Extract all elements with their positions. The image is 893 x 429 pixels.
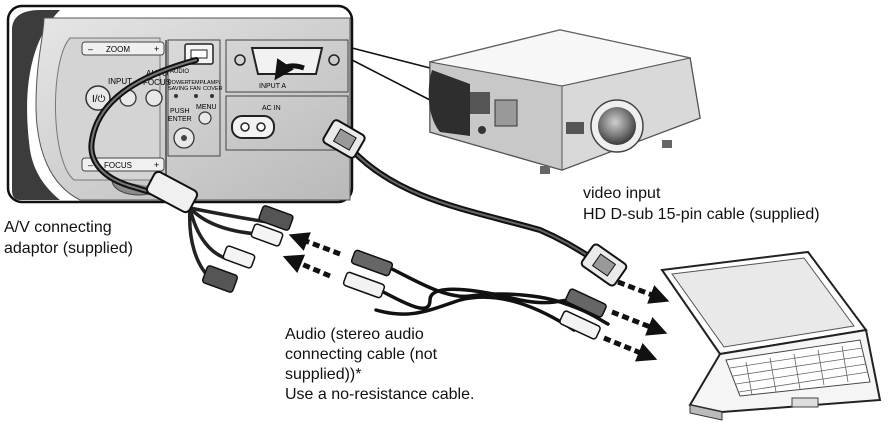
focus-label: FOCUS bbox=[104, 161, 132, 170]
temp-fan-led bbox=[194, 94, 198, 98]
input-label: INPUT bbox=[108, 77, 132, 86]
power-saving-led bbox=[174, 94, 178, 98]
av-adaptor-label-line1: A/V connecting bbox=[4, 219, 112, 236]
push-enter-label-1: PUSH bbox=[170, 108, 189, 115]
vga-plug-projector bbox=[322, 119, 366, 159]
stereo-audio-plugs bbox=[342, 249, 607, 340]
power-button[interactable] bbox=[85, 85, 111, 111]
audio-label-line3: supplied))* bbox=[285, 366, 362, 383]
auto-focus-label-2: FOCUS bbox=[143, 78, 171, 87]
zoom-pointer-lines bbox=[351, 47, 431, 101]
zoom-minus: – bbox=[88, 44, 93, 54]
zoom-label: ZOOM bbox=[106, 45, 130, 54]
input-a-label: INPUT A bbox=[259, 83, 286, 90]
audio-label-line1: Audio (stereo audio bbox=[285, 326, 424, 343]
audio-label: AUDIO bbox=[170, 69, 189, 75]
temp-fan-label-2: FAN bbox=[190, 86, 201, 92]
lamp-cover-label-1: LAMP/ bbox=[204, 80, 221, 86]
audio-label-line2: connecting cable (not bbox=[285, 346, 438, 363]
focus-minus: – bbox=[88, 160, 93, 170]
video-input-label-line2: HD D-sub 15-pin cable (supplied) bbox=[583, 206, 820, 223]
video-input-label-line1: video input bbox=[583, 185, 661, 202]
menu-label: MENU bbox=[196, 104, 217, 111]
zoom-plus: + bbox=[154, 44, 159, 54]
lamp-cover-led bbox=[210, 94, 214, 98]
av-adaptor-label-line2: adaptor (supplied) bbox=[4, 240, 133, 257]
push-enter-label-2: ENTER bbox=[168, 116, 192, 123]
power-saving-label-1: POWER bbox=[168, 80, 189, 86]
input-a-port[interactable] bbox=[250, 47, 324, 75]
ac-in-label: AC IN bbox=[262, 105, 281, 112]
auto-focus-button[interactable] bbox=[145, 89, 163, 107]
connection-arrows bbox=[274, 58, 670, 362]
focus-plus: + bbox=[154, 160, 159, 170]
menu-button[interactable] bbox=[198, 111, 212, 125]
vga-plug-laptop bbox=[580, 243, 628, 287]
power-icon: I/⏻ bbox=[92, 94, 106, 105]
power-saving-label-2: SAVING bbox=[168, 86, 188, 92]
laptop-image bbox=[660, 250, 882, 421]
lamp-cover-label-2: COVER bbox=[203, 86, 223, 92]
audio-label-line4: Use a no-resistance cable. bbox=[285, 386, 475, 403]
ac-in-port[interactable] bbox=[231, 115, 275, 139]
projector-side-panel: – ZOOM + – FOCUS + I/⏻ INPUT AUTO FOCUS … bbox=[6, 4, 354, 204]
projector-image bbox=[428, 29, 701, 174]
temp-fan-label-1: TEMP/ bbox=[188, 80, 205, 86]
av-adaptor bbox=[145, 170, 294, 293]
